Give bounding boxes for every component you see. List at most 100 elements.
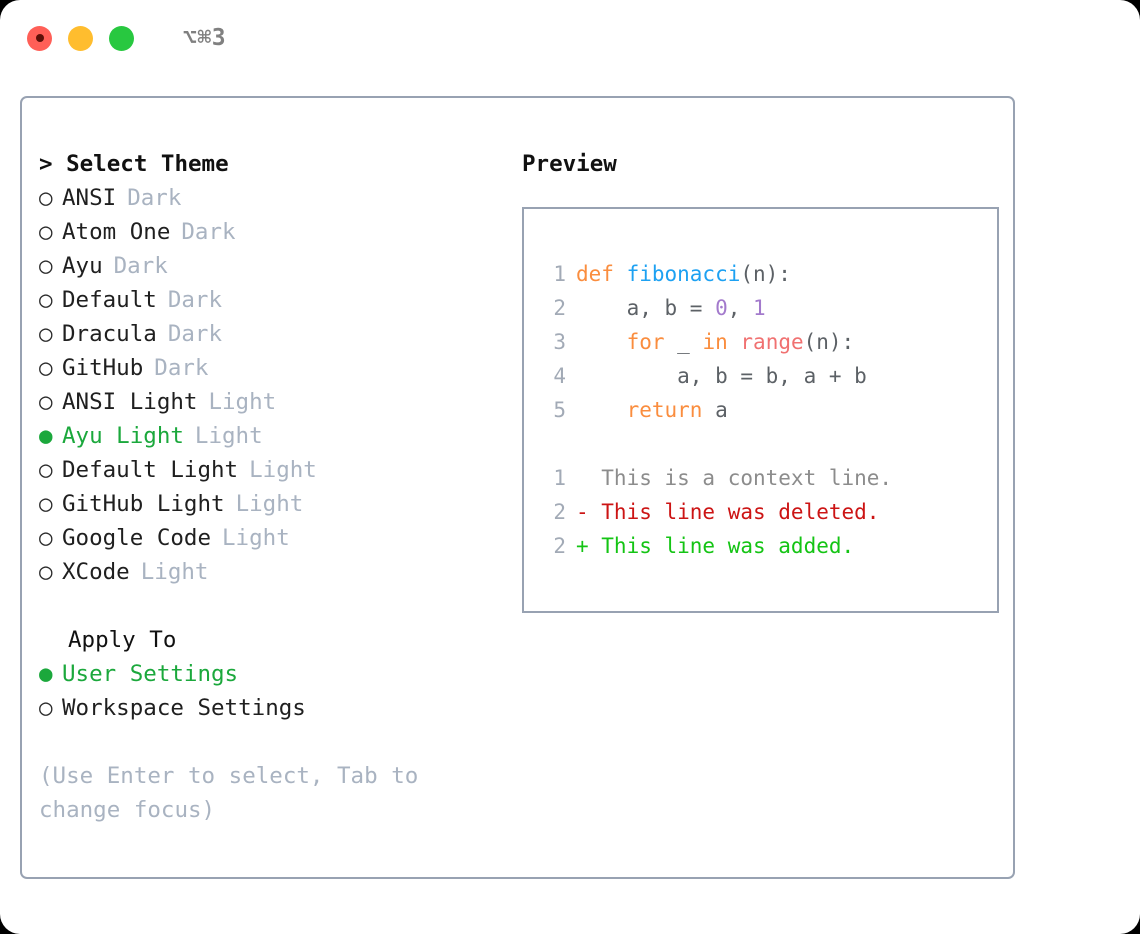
diff-sample: 1 This is a context line. 2 - This line wa…	[538, 461, 997, 563]
line-number: 1	[553, 262, 566, 286]
theme-option-kind-badge: Dark	[167, 321, 223, 347]
line-number: 5	[553, 398, 566, 422]
theme-option-label: GitHub Light	[62, 491, 225, 517]
keyboard-shortcut-label: ⌥⌘3	[183, 24, 227, 51]
keyboard-hint-text: (Use Enter to select, Tab to change focu…	[39, 763, 419, 823]
radio-unselected-icon: ○	[39, 525, 53, 551]
code-line: 3 for _ in range(n):	[538, 325, 997, 359]
preview-heading: Preview	[522, 151, 617, 177]
select-theme-heading: > Select Theme	[39, 147, 501, 181]
theme-option-kind-badge: Light	[235, 491, 304, 517]
theme-option-kind-badge: Dark	[154, 355, 209, 381]
window-titlebar: ⌥⌘3	[0, 0, 1140, 76]
radio-unselected-icon: ○	[39, 219, 53, 245]
theme-option-label: Dracula	[62, 321, 157, 347]
theme-option-label: Ayu Light	[62, 423, 184, 449]
code-token	[728, 330, 741, 354]
diff-line-text: - This line was deleted.	[576, 500, 880, 524]
theme-option-label: Google Code	[62, 525, 212, 551]
theme-option-kind-badge: Light	[194, 423, 263, 449]
code-token: a, b = b, a + b	[576, 364, 867, 388]
line-number: 1	[553, 466, 566, 490]
line-number: 2	[553, 296, 566, 320]
code-line: 5 return a	[538, 393, 997, 427]
diff-line-text: + This line was added.	[576, 534, 855, 558]
theme-option-kind-badge: Light	[140, 559, 209, 585]
code-line: 4 a, b = b, a + b	[538, 359, 997, 393]
diff-line-del: 2 - This line was deleted.	[538, 495, 997, 529]
radio-unselected-icon: ○	[39, 185, 53, 211]
theme-option-label: Default	[62, 287, 157, 313]
code-token: def	[576, 262, 627, 286]
radio-unselected-icon: ○	[39, 457, 53, 483]
code-token: (n):	[740, 262, 791, 286]
theme-option-label: ANSI	[62, 185, 117, 211]
minimize-window-icon[interactable]	[68, 25, 93, 51]
theme-option-label: Ayu	[62, 253, 103, 279]
diff-line-text: This is a context line.	[576, 466, 893, 490]
prompt-marker: >	[39, 151, 53, 177]
radio-selected-icon: ●	[39, 661, 53, 687]
theme-option-kind-badge: Light	[222, 525, 290, 551]
code-token: ,	[727, 296, 754, 320]
theme-option-ansi-light[interactable]: ○ ANSI Light Light	[39, 385, 501, 419]
theme-option-ansi[interactable]: ○ ANSI Dark	[39, 181, 501, 215]
preview-spacer	[538, 427, 997, 461]
theme-option-github-light[interactable]: ○ GitHub Light Light	[39, 487, 501, 521]
theme-option-kind-badge: Dark	[127, 185, 182, 211]
theme-option-kind-badge: Dark	[181, 219, 236, 245]
line-number: 3	[553, 330, 566, 354]
radio-unselected-icon: ○	[39, 695, 53, 721]
theme-option-ayu-light[interactable]: ● Ayu Light Light	[39, 419, 501, 453]
radio-unselected-icon: ○	[39, 355, 53, 381]
select-theme-title: Select Theme	[66, 151, 229, 177]
theme-option-kind-badge: Light	[208, 389, 277, 415]
theme-option-label: ANSI Light	[62, 389, 198, 415]
theme-option-kind-badge: Light	[249, 457, 317, 483]
code-token: a, b =	[576, 296, 716, 320]
theme-option-kind-badge: Dark	[113, 253, 168, 279]
apply-to-option-label: Workspace Settings	[62, 695, 306, 721]
apply-to-option-user-settings[interactable]: ●User Settings	[39, 657, 501, 691]
diff-line-add: 2+ This line was added.	[538, 529, 997, 563]
code-line: 2 a, b = 0, 1	[538, 291, 997, 325]
code-token: in	[702, 330, 728, 354]
close-window-icon[interactable]	[27, 25, 52, 51]
radio-unselected-icon: ○	[39, 389, 53, 415]
radio-selected-icon: ●	[39, 423, 53, 449]
traffic-light-group	[27, 25, 134, 51]
radio-unselected-icon: ○	[39, 491, 53, 517]
theme-option-label: Default Light	[62, 457, 239, 483]
theme-option-dracula[interactable]: ○ Dracula Dark	[39, 317, 501, 351]
code-token: a	[702, 398, 728, 422]
radio-unselected-icon: ○	[39, 321, 53, 347]
maximize-window-icon[interactable]	[109, 25, 134, 51]
code-token: 0	[715, 296, 728, 320]
apply-to-group: Apply To ●User Settings ○ Workspace Settin…	[39, 623, 501, 725]
theme-option-google-code[interactable]: ○ Google Code Light	[39, 521, 501, 555]
code-token: _	[664, 330, 703, 354]
code-token: return	[626, 398, 703, 422]
line-number: 4	[553, 364, 566, 388]
apply-to-heading: Apply To	[68, 627, 177, 653]
apply-to-option-workspace-settings[interactable]: ○ Workspace Settings	[39, 691, 501, 725]
diff-line-ctx: 1 This is a context line.	[538, 461, 997, 495]
theme-option-label: XCode	[62, 559, 130, 585]
code-token: 1	[753, 296, 766, 320]
code-token: range	[740, 330, 804, 354]
line-number: 2	[553, 500, 566, 524]
apply-to-option-list: ●User Settings ○ Workspace Settings	[39, 657, 501, 725]
theme-option-default-light[interactable]: ○ Default Light Light	[39, 453, 501, 487]
radio-unselected-icon: ○	[39, 287, 53, 313]
